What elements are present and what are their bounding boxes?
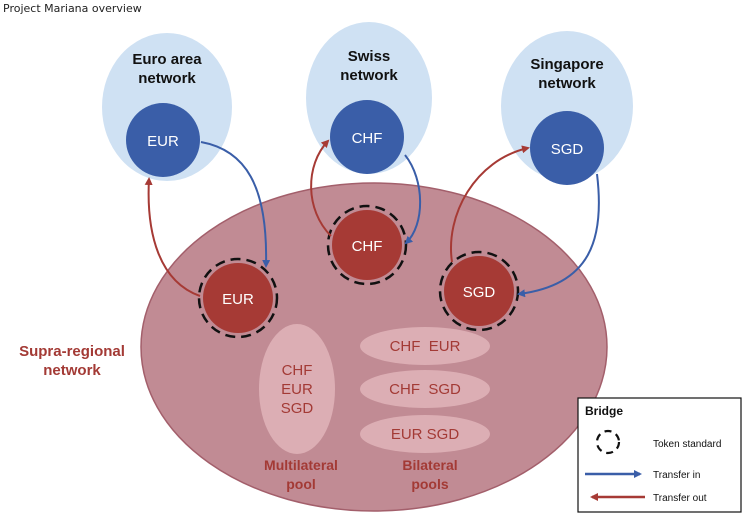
eur-token-label: EUR	[222, 291, 254, 308]
sgd-transfer-out-arrow	[450, 145, 530, 263]
multilateral-currency-sgd: SGD	[281, 400, 314, 417]
multilateral-pool-label-line2: pool	[286, 476, 316, 492]
bridge-legend: Bridge Token standard Transfer in Transf…	[577, 397, 742, 513]
bilateral-pool-eur-sgd: EUR SGD	[360, 415, 490, 453]
legend-token-standard-icon	[595, 429, 621, 455]
chf-domestic-label: CHF	[352, 130, 383, 147]
eur-transfer-in-arrow	[200, 141, 271, 268]
bilateral-pool-chf-eur-label: CHF EUR	[390, 338, 461, 355]
singapore-network-label-line2: network	[538, 75, 596, 92]
swiss-network-label-line1: Swiss	[348, 48, 391, 65]
bilateral-pool-chf-sgd: CHF SGD	[360, 370, 490, 408]
multilateral-currency-chf: CHF	[282, 362, 313, 379]
supra-regional-label-line1: Supra-regional	[19, 343, 125, 360]
supra-regional-label-line2: network	[43, 362, 101, 379]
multilateral-pool: CHF EUR SGD	[259, 324, 335, 454]
eur-domestic-node: EUR	[126, 103, 200, 177]
sgd-token-label: SGD	[463, 284, 496, 301]
legend-token-standard-label: Token standard	[653, 439, 721, 450]
page-title: Project Mariana overview	[3, 2, 142, 15]
multilateral-pool-label-line1: Multilateral	[264, 457, 338, 473]
sgd-domestic-label: SGD	[551, 141, 584, 158]
eur-transfer-out-arrow	[144, 177, 201, 297]
eur-domestic-label: EUR	[147, 133, 179, 150]
euro-area-network-label-line1: Euro area	[132, 51, 202, 68]
bilateral-pools-label-line2: pools	[411, 476, 449, 492]
chf-transfer-in-arrow	[404, 154, 422, 245]
euro-area-network-label-line2: network	[138, 70, 196, 87]
swiss-network-label-line2: network	[340, 67, 398, 84]
bilateral-pools-label-line1: Bilateral	[402, 457, 457, 473]
chf-token-label: CHF	[352, 238, 383, 255]
chf-transfer-out-arrow	[310, 139, 332, 237]
sgd-domestic-node: SGD	[530, 111, 604, 185]
singapore-network-label-line1: Singapore	[530, 56, 603, 73]
legend-transfer-out-label: Transfer out	[653, 493, 707, 504]
legend-transfer-in-label: Transfer in	[653, 470, 700, 481]
chf-token-node: CHF	[326, 204, 408, 286]
bilateral-pool-chf-eur: CHF EUR	[360, 327, 490, 365]
chf-domestic-node: CHF	[330, 100, 404, 174]
sgd-transfer-in-arrow	[517, 173, 600, 298]
multilateral-currency-eur: EUR	[281, 381, 313, 398]
bilateral-pool-chf-sgd-label: CHF SGD	[389, 381, 461, 398]
eur-token-standard-ring	[197, 257, 279, 339]
chf-token-standard-ring	[326, 204, 408, 286]
bilateral-pool-eur-sgd-label: EUR SGD	[391, 426, 460, 443]
eur-token-node: EUR	[197, 257, 279, 339]
legend-title: Bridge	[585, 404, 623, 418]
